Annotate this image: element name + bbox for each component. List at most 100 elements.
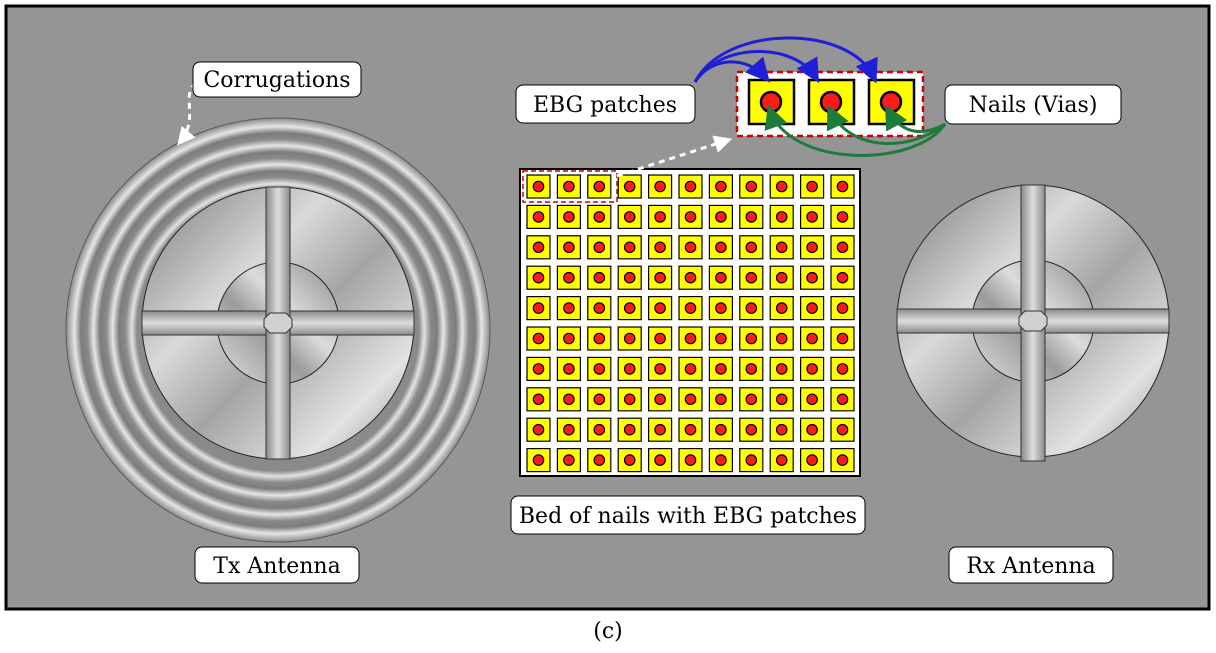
nail-via [806,332,818,345]
zoom-nail-1 [759,90,783,114]
arrow-corrugations-pointer [177,81,198,146]
nail-via [775,423,788,436]
nail-via [532,454,545,466]
label-corrugations-text: Corrugations [203,68,350,93]
figure-caption: (c) [593,619,623,644]
nail-via [745,271,758,284]
nail-via [532,363,545,375]
nail-via [593,363,606,375]
nail-via [684,423,697,436]
nail-via [593,211,606,223]
nail-via [623,271,636,284]
nail-via [775,302,788,314]
label-tx-antenna-text: Tx Antenna [213,554,340,579]
nail-via [775,332,788,345]
nail-via [806,211,818,223]
nail-via [654,180,666,193]
nail-via [654,454,666,466]
nail-via [745,454,758,466]
label-rx-antenna: Rx Antenna [948,546,1114,584]
nail-via [836,302,849,314]
nail-via [563,393,575,406]
nail-via [623,332,636,345]
nail-via [836,271,849,284]
label-nails-vias-text: Nails (Vias) [969,93,1098,118]
nail-via [715,241,727,254]
nail-via [623,423,636,436]
nail-via [775,211,788,223]
nail-via [684,393,697,406]
zoom-box-dashed-border [735,70,925,138]
nail-via [593,241,606,254]
nail-via [745,363,758,375]
nail-via [775,241,788,254]
rx-antenna [896,184,1170,462]
nail-via [836,393,849,406]
nail-via [806,393,818,406]
nail-via [563,363,575,375]
nail-via [593,454,606,466]
nail-via [532,271,545,284]
nail-via [806,423,818,436]
tx-feed-center [263,312,293,334]
nail-via [593,393,606,406]
nail-via [715,393,727,406]
nail-via [654,302,666,314]
nail-via [745,332,758,345]
arrow-ebg-to-patch-3 [693,36,878,84]
nail-via [836,180,849,193]
arrow-nails-to-nail-3 [885,104,946,133]
nail-via [593,271,606,284]
nail-via [654,211,666,223]
label-bed-of-nails: Bed of nails with EBG patches [510,495,866,535]
nail-via [806,363,818,375]
nail-via [684,180,697,193]
nail-via [775,271,788,284]
nail-via [563,180,575,193]
grid-highlight-box [522,170,618,203]
nail-via [775,180,788,193]
nail-via [532,332,545,345]
nail-via [836,241,849,254]
nail-via [775,363,788,375]
nail-via [593,423,606,436]
nail-via [775,393,788,406]
nail-via [836,363,849,375]
nail-via [654,423,666,436]
nail-via [654,393,666,406]
nail-via [623,393,636,406]
nail-via [684,332,697,345]
nail-via [623,180,636,193]
nail-via [563,241,575,254]
zoom-nail-3 [879,90,903,114]
nail-via [623,363,636,375]
nail-via [532,302,545,314]
nail-via [715,363,727,375]
arrow-grid-to-zoom [616,135,733,178]
label-nails-vias: Nails (Vias) [944,84,1122,125]
nail-via [532,211,545,223]
nail-via [836,423,849,436]
tx-antenna [65,117,491,543]
nail-via [532,393,545,406]
nail-via [806,241,818,254]
arrow-ebg-to-patch-2 [693,50,820,84]
label-rx-antenna-text: Rx Antenna [966,554,1095,579]
ebg-grid [526,174,855,473]
nail-via [532,241,545,254]
label-bed-of-nails-text: Bed of nails with EBG patches [519,504,857,529]
nail-via [745,393,758,406]
label-corrugations: Corrugations [192,61,362,98]
nail-via [532,180,545,193]
nail-via [745,180,758,193]
nail-via [563,454,575,466]
nail-via [563,211,575,223]
nail-via [563,302,575,314]
nail-via [745,423,758,436]
nail-via [715,454,727,466]
arrow-nails-to-nail-1 [764,104,947,157]
label-tx-antenna: Tx Antenna [194,546,360,584]
nail-via [563,271,575,284]
nail-via [532,423,545,436]
nail-via [836,332,849,345]
